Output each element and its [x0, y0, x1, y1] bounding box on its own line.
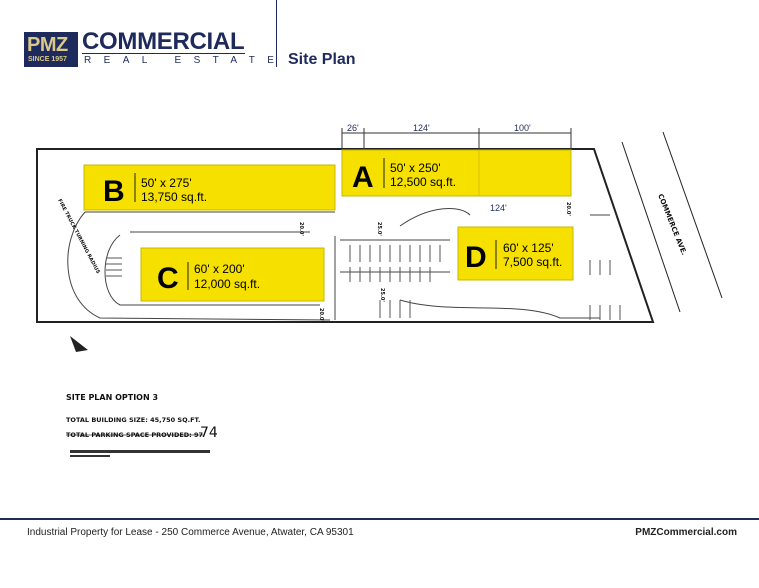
street-edge — [662, 131, 723, 299]
building-a[interactable]: A 50' x 250' 12,500 sq.ft. — [341, 149, 572, 197]
building-dims: 50' x 275' — [141, 176, 192, 190]
building-dims: 60' x 200' — [194, 262, 245, 276]
parking-handwritten: 74 — [200, 425, 218, 441]
drive-outline — [67, 208, 610, 321]
header-divider — [276, 0, 277, 67]
dimension-100: 100' — [514, 123, 531, 133]
building-letter: B — [103, 175, 125, 208]
footer-website-link[interactable]: PMZCommercial.com — [635, 527, 737, 538]
building-area: 12,500 sq.ft. — [390, 175, 456, 189]
building-b[interactable]: B 50' x 275' 13,750 sq.ft. — [83, 164, 336, 211]
fine-print — [70, 450, 210, 453]
logo-real-estate: REAL ESTATE — [84, 55, 287, 66]
building-area: 13,750 sq.ft. — [141, 190, 207, 204]
logo-since: SINCE 1957 — [28, 56, 67, 63]
page-title: Site Plan — [288, 51, 356, 68]
drive-dim: 25.0' — [376, 222, 382, 236]
drive-dim: 20.0' — [565, 202, 571, 216]
dimension-line — [341, 128, 572, 150]
dimension-26: 26' — [347, 123, 359, 133]
logo-divider — [82, 53, 245, 54]
building-letter: A — [352, 161, 374, 194]
building-area: 7,500 sq.ft. — [503, 255, 562, 269]
dimension-124-b: 124' — [490, 203, 507, 213]
street-label: COMMERCE AVE. — [656, 193, 688, 257]
option-title: SITE PLAN OPTION 3 — [66, 393, 158, 402]
building-dims: 50' x 250' — [390, 161, 441, 175]
footer-address: Industrial Property for Lease - 250 Comm… — [27, 527, 354, 538]
building-letter: C — [157, 262, 179, 295]
drive-dim: 20.0' — [298, 222, 304, 236]
lot-outline — [36, 148, 655, 323]
dimension-124: 124' — [413, 123, 430, 133]
drive-dim: 25.0' — [379, 288, 385, 302]
parking-provided: TOTAL PARKING SPACE PROVIDED: 97 — [66, 431, 203, 439]
building-area: 12,000 sq.ft. — [194, 277, 260, 291]
drive-dim: 20.0' — [318, 308, 324, 322]
fine-print — [70, 455, 110, 457]
parking-stalls — [106, 245, 621, 320]
building-d[interactable]: D 60' x 125' 7,500 sq.ft. — [457, 226, 574, 281]
building-dims: 60' x 125' — [503, 241, 554, 255]
footer-divider — [0, 518, 759, 520]
building-size: TOTAL BUILDING SIZE: 45,750 SQ.FT. — [66, 416, 200, 424]
building-c[interactable]: C 60' x 200' 12,000 sq.ft. — [140, 247, 325, 302]
logo-pmz: PMZ — [27, 34, 68, 56]
north-arrow-icon — [70, 336, 88, 352]
logo-mark: PMZ SINCE 1957 — [24, 32, 78, 67]
building-letter: D — [465, 241, 487, 274]
street-edge — [621, 141, 681, 313]
logo-commercial: COMMERCIAL — [82, 28, 245, 55]
